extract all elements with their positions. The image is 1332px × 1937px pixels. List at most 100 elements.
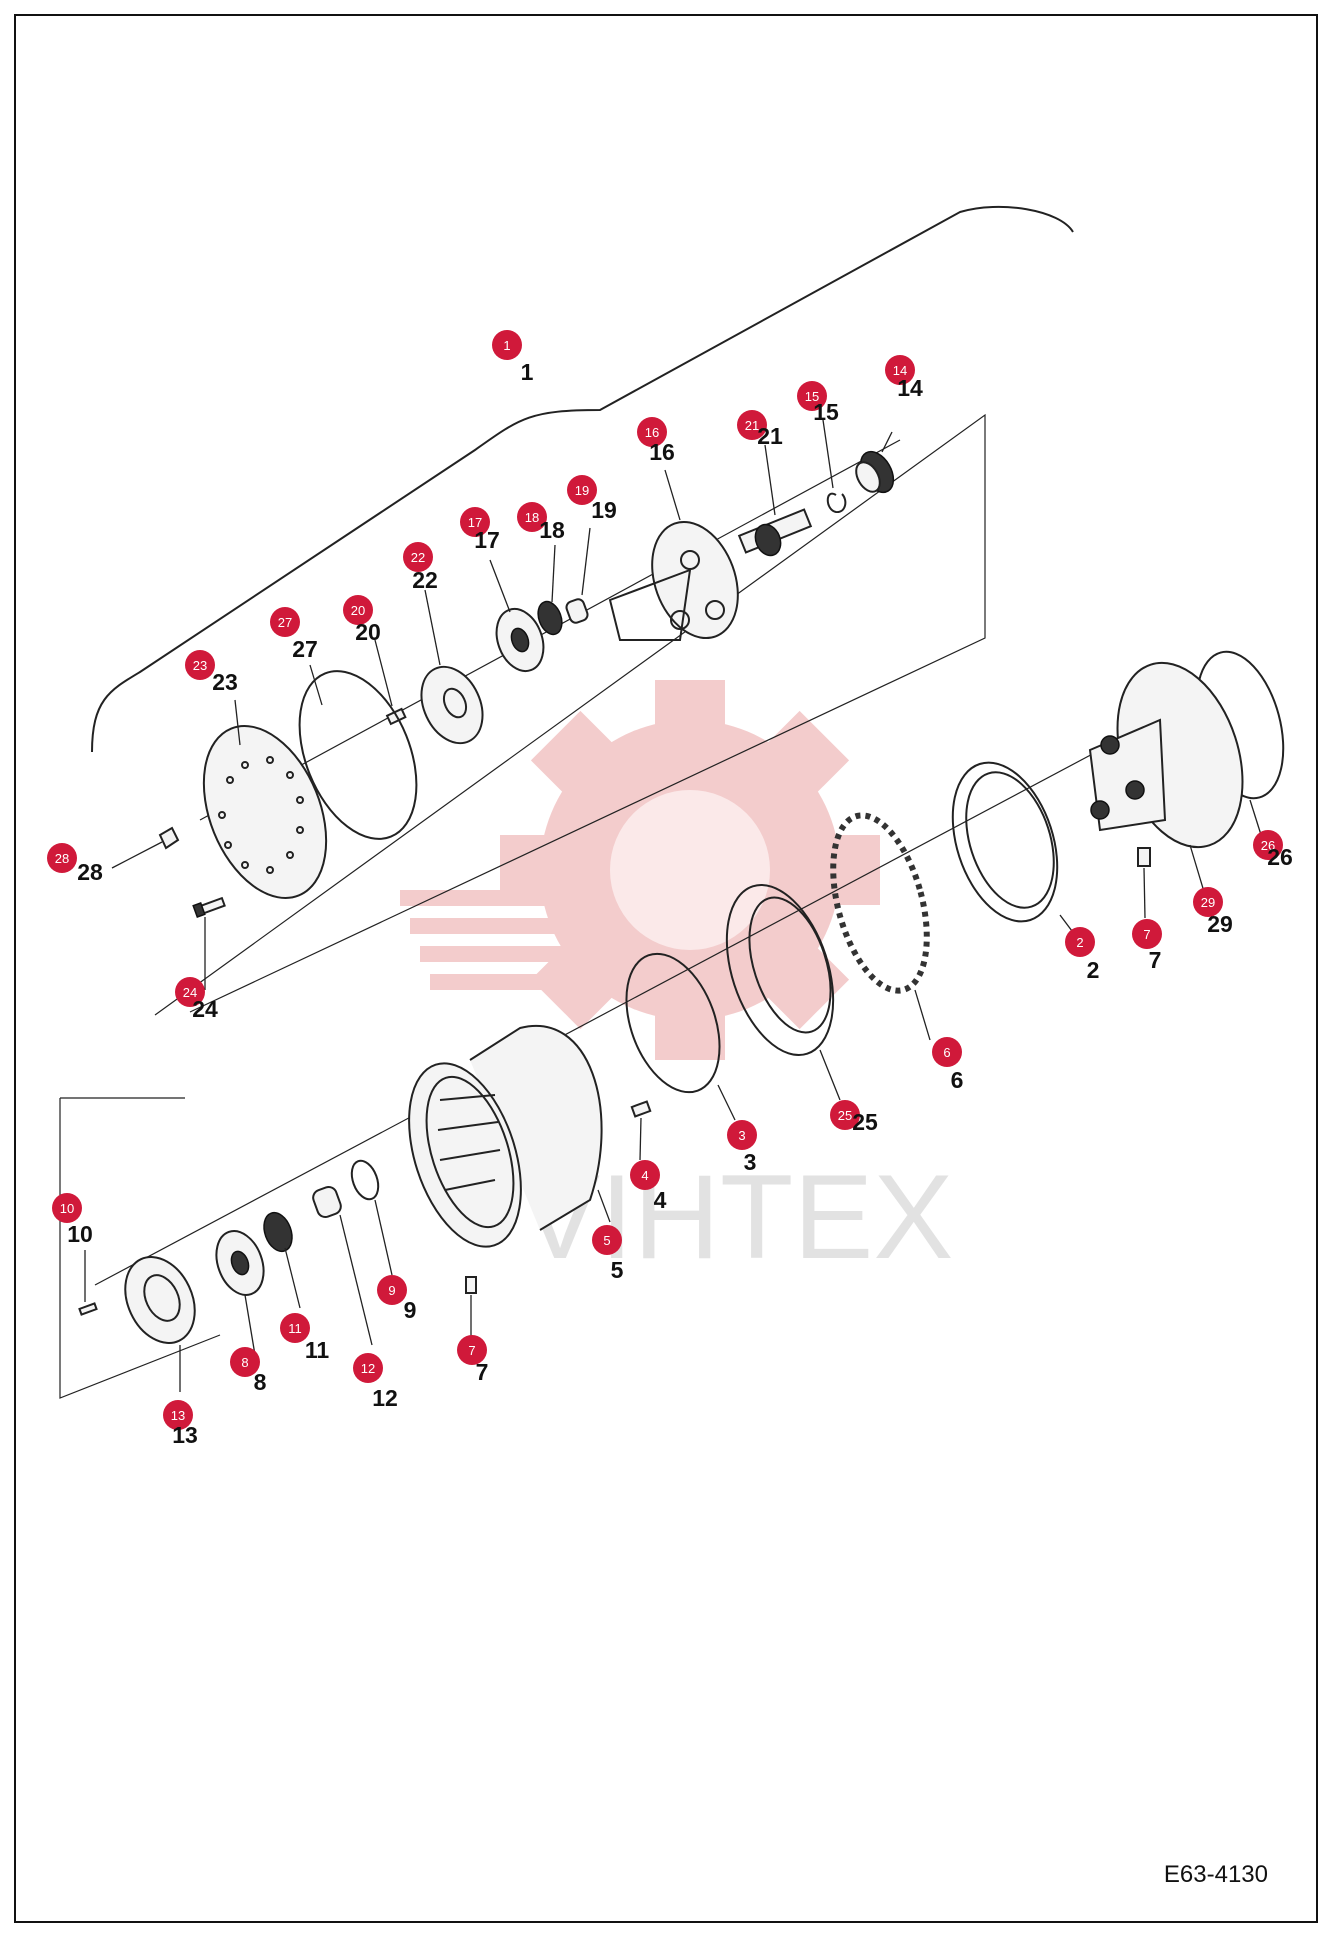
callout-badge-number: 23 bbox=[193, 658, 207, 673]
callout-label: 25 bbox=[852, 1109, 878, 1135]
callout-29[interactable]: 29 29 bbox=[1193, 887, 1233, 937]
callout-label: 27 bbox=[292, 636, 318, 662]
part-4-set-screw bbox=[630, 1100, 652, 1118]
callout-label: 28 bbox=[77, 859, 103, 885]
callout-badge bbox=[637, 417, 667, 447]
callout-28[interactable]: 28 28 bbox=[47, 843, 103, 885]
callout-badge-number: 13 bbox=[171, 1408, 185, 1423]
part-11-needle-bearing bbox=[263, 1211, 293, 1253]
callout-badge-number: 25 bbox=[838, 1108, 852, 1123]
callout-badge bbox=[492, 330, 522, 360]
callout-badge bbox=[185, 650, 215, 680]
callout-badge-number: 1 bbox=[503, 338, 510, 353]
callout-10[interactable]: 10 10 bbox=[52, 1193, 93, 1247]
callout-label: 26 bbox=[1267, 844, 1293, 870]
callout-badge bbox=[737, 410, 767, 440]
part-25-bearing-race bbox=[725, 884, 835, 1056]
callout-23[interactable]: 23 23 bbox=[185, 650, 238, 695]
part-6-balls bbox=[830, 812, 930, 994]
callout-5[interactable]: 5 5 bbox=[592, 1225, 624, 1283]
part-19-bush bbox=[565, 598, 589, 624]
callout-badge-number: 24 bbox=[183, 985, 197, 1000]
callout-7-lower[interactable]: 7 7 bbox=[457, 1335, 488, 1385]
callout-9[interactable]: 9 9 bbox=[377, 1275, 416, 1323]
callout-label: 2 bbox=[1087, 957, 1100, 983]
callout-badge bbox=[592, 1225, 622, 1255]
callout-badge bbox=[457, 1335, 487, 1365]
callout-badge bbox=[353, 1353, 383, 1383]
callout-25[interactable]: 25 25 bbox=[830, 1100, 878, 1135]
callout-label: 24 bbox=[192, 996, 218, 1022]
callout-27[interactable]: 27 27 bbox=[270, 607, 318, 662]
assembly-brace bbox=[91, 205, 1074, 753]
callout-badge-number: 9 bbox=[388, 1283, 395, 1298]
callout-badge bbox=[47, 843, 77, 873]
callout-badge-number: 11 bbox=[288, 1321, 302, 1336]
callout-16[interactable]: 16 16 bbox=[637, 417, 675, 465]
callout-22[interactable]: 22 22 bbox=[403, 542, 438, 593]
callout-label: 7 bbox=[1149, 947, 1162, 973]
drawing-frame bbox=[14, 14, 1318, 1923]
callout-21[interactable]: 21 21 bbox=[737, 410, 783, 449]
callout-13[interactable]: 13 13 bbox=[163, 1400, 198, 1448]
callout-label: 13 bbox=[172, 1422, 198, 1448]
callout-badge-number: 2 bbox=[1076, 935, 1083, 950]
callout-19[interactable]: 19 19 bbox=[567, 475, 617, 523]
callout-3[interactable]: 3 3 bbox=[727, 1120, 757, 1175]
callout-badge-number: 6 bbox=[943, 1045, 950, 1060]
callout-7-upper[interactable]: 7 7 bbox=[1132, 919, 1162, 973]
part-17-planet-gear bbox=[495, 608, 545, 672]
callout-4[interactable]: 4 4 bbox=[630, 1160, 667, 1213]
part-15-circlip bbox=[826, 492, 847, 514]
callout-label: 16 bbox=[649, 439, 675, 465]
callout-label: 6 bbox=[951, 1067, 964, 1093]
callout-label: 5 bbox=[611, 1257, 624, 1283]
callout-badge bbox=[830, 1100, 860, 1130]
callout-label: 7 bbox=[476, 1359, 489, 1385]
callout-label: 19 bbox=[591, 497, 617, 523]
callout-badge-number: 12 bbox=[361, 1361, 375, 1376]
callout-15[interactable]: 15 15 bbox=[797, 381, 839, 425]
upper-group-outline bbox=[154, 413, 986, 1016]
callout-12[interactable]: 12 12 bbox=[353, 1353, 398, 1411]
part-3-ring-nut bbox=[625, 952, 721, 1094]
callout-badge-number: 27 bbox=[278, 615, 292, 630]
callout-badge-number: 20 bbox=[351, 603, 365, 618]
callout-badge-number: 14 bbox=[893, 363, 907, 378]
callout-18[interactable]: 18 18 bbox=[517, 502, 565, 543]
part-21-shaft bbox=[737, 508, 813, 557]
callout-badge-number: 28 bbox=[55, 851, 69, 866]
part-2-floating-seal bbox=[951, 761, 1059, 923]
part-18-needle-bearing bbox=[537, 600, 563, 636]
callout-20[interactable]: 20 20 bbox=[343, 595, 381, 645]
callout-label: 21 bbox=[757, 423, 783, 449]
callout-badge bbox=[163, 1400, 193, 1430]
callout-11[interactable]: 11 11 bbox=[280, 1313, 329, 1363]
callout-badge-number: 21 bbox=[745, 418, 759, 433]
callout-badge-number: 3 bbox=[738, 1128, 745, 1143]
callout-badge bbox=[280, 1313, 310, 1343]
lower-axis bbox=[94, 749, 1101, 1286]
callout-badge-number: 17 bbox=[468, 515, 482, 530]
part-14-pinion bbox=[855, 450, 895, 494]
callout-badge-number: 7 bbox=[468, 1343, 475, 1358]
callout-badge bbox=[1253, 830, 1283, 860]
callout-badge-number: 5 bbox=[603, 1233, 610, 1248]
part-28-plug bbox=[158, 826, 180, 850]
part-7-plug-upper bbox=[1137, 847, 1151, 867]
callout-label: 3 bbox=[744, 1149, 757, 1175]
callout-label: 8 bbox=[254, 1369, 267, 1395]
callout-14[interactable]: 14 14 bbox=[885, 355, 923, 401]
callout-8[interactable]: 8 8 bbox=[230, 1347, 267, 1395]
callout-badge-number: 10 bbox=[60, 1201, 74, 1216]
callout-1[interactable]: 1 1 bbox=[492, 330, 534, 385]
callout-24[interactable]: 24 24 bbox=[175, 977, 218, 1022]
callout-badge-number: 18 bbox=[525, 510, 539, 525]
callout-badge bbox=[270, 607, 300, 637]
callout-17[interactable]: 17 17 bbox=[460, 507, 500, 553]
callout-badge bbox=[175, 977, 205, 1007]
callout-26[interactable]: 26 26 bbox=[1253, 830, 1293, 870]
callout-2[interactable]: 2 2 bbox=[1065, 927, 1099, 983]
callout-badge bbox=[932, 1037, 962, 1067]
callout-6[interactable]: 6 6 bbox=[932, 1037, 963, 1093]
